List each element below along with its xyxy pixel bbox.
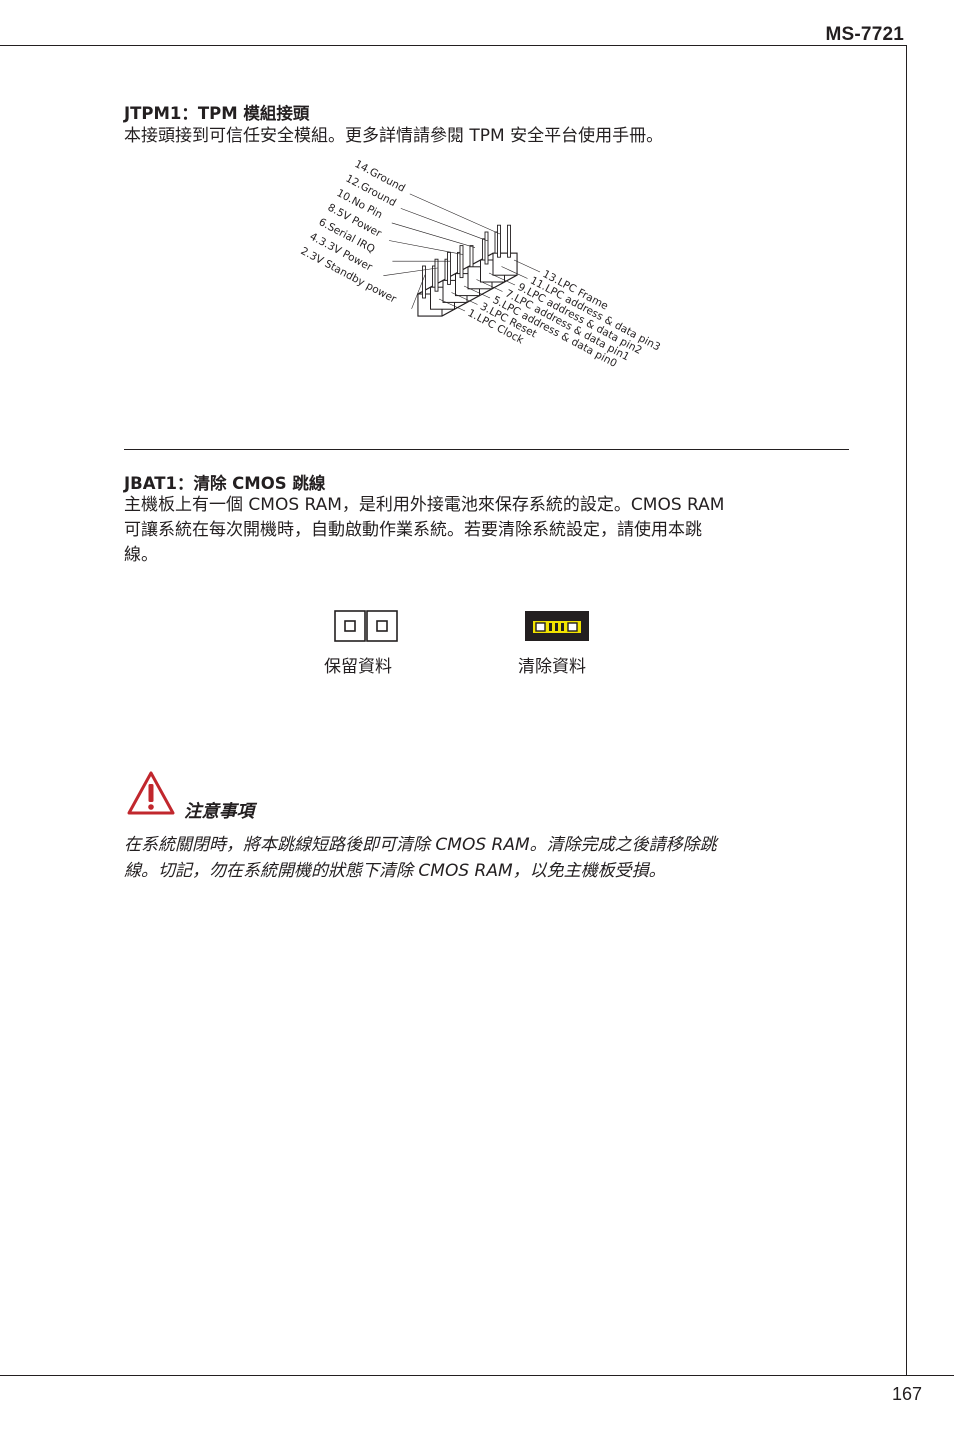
jumper-open-icon	[334, 610, 398, 642]
caution-line-2: 線。切記，勿在系統開機的狀態下清除 CMOS RAM，以免主機板受損。	[124, 861, 666, 881]
jumper-closed-icon	[525, 611, 589, 641]
tpm-heading: JTPM1：TPM 模組接頭	[124, 104, 310, 123]
tpm-description: 本接頭接到可信任安全模組。更多詳情請參閱 TPM 安全平台使用手冊。	[124, 126, 664, 146]
jbat-heading: JBAT1：清除 CMOS 跳線	[124, 474, 326, 493]
caution-line-1: 在系統關閉時，將本跳線短路後即可清除 CMOS RAM。清除完成之後請移除跳	[124, 835, 717, 855]
keep-data-label: 保留資料	[324, 657, 392, 677]
header-rule	[0, 45, 906, 46]
side-rule	[906, 45, 907, 1376]
footer-rule	[0, 1375, 954, 1376]
page-number: 167	[891, 1384, 922, 1404]
tpm-connector-graphic	[417, 224, 518, 317]
warning-triangle-icon	[127, 771, 175, 815]
jbat-line-2: 可讓系統在每次開機時，自動啟動作業系統。若要清除系統設定，請使用本跳	[124, 520, 702, 540]
model-number: MS-7721	[825, 24, 904, 45]
clear-data-label: 清除資料	[518, 657, 586, 677]
section-divider	[124, 449, 849, 450]
jbat-line-1: 主機板上有一個 CMOS RAM，是利用外接電池來保存系統的設定。CMOS RA…	[124, 495, 725, 515]
jbat-line-3: 線。	[124, 545, 158, 565]
caution-title: 注意事項	[184, 802, 254, 822]
caution-text: 在系統關閉時，將本跳線短路後即可清除 CMOS RAM。清除完成之後請移除跳 線…	[124, 832, 844, 884]
